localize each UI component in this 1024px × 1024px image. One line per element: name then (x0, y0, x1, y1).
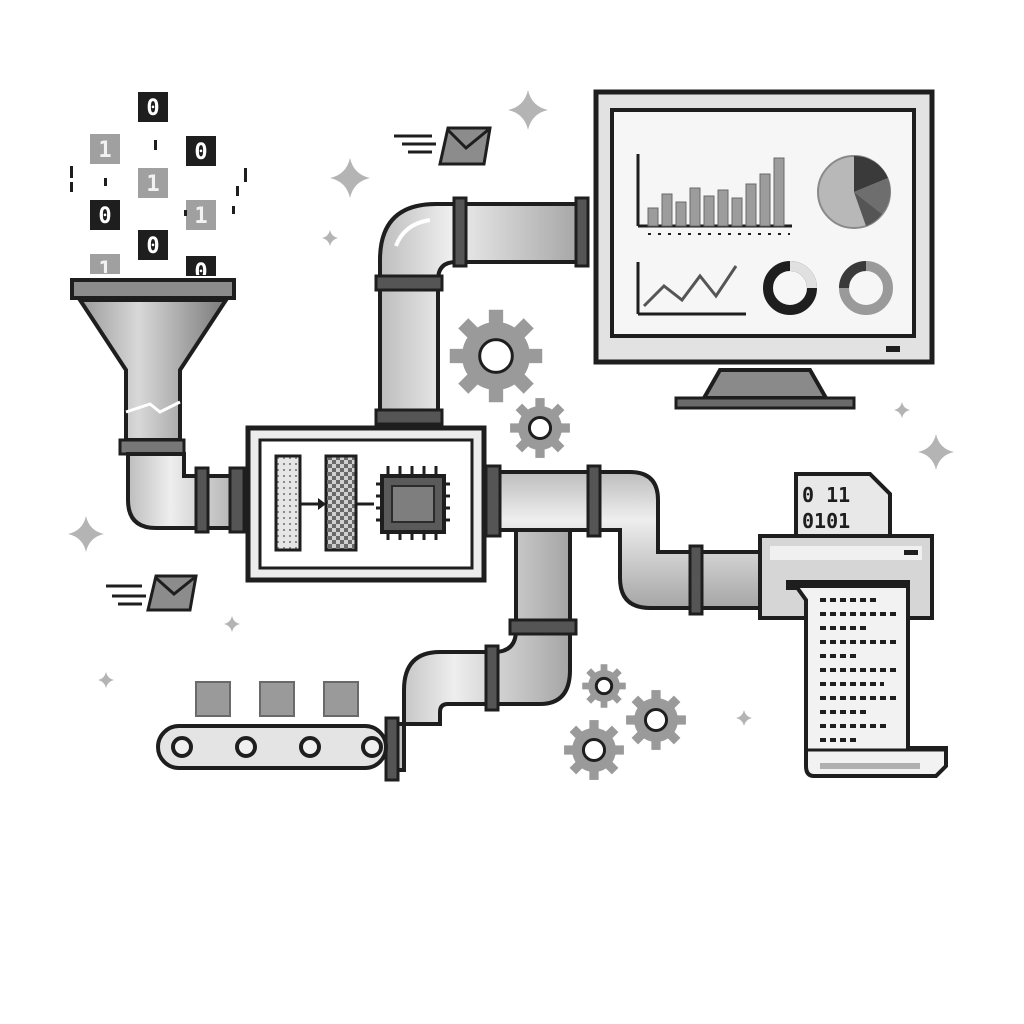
paper-scroll-icon (792, 584, 948, 778)
bit-tile: 1 (90, 134, 120, 164)
pipe-icon (126, 452, 252, 534)
line-chart-icon (636, 262, 746, 316)
gear-icon (510, 398, 570, 458)
pipe-icon (374, 196, 590, 426)
bit-tile: 1 (186, 200, 216, 230)
bit-value: 0 (146, 96, 159, 121)
sparkles (68, 90, 954, 726)
sparkle-icon (330, 158, 370, 198)
bar-chart-icon (636, 154, 792, 235)
bit-value: 0 (98, 204, 111, 229)
monitor-icon (593, 89, 935, 410)
bit-value: 0 (146, 234, 159, 259)
gears (449, 309, 686, 780)
donut-chart-icon (839, 261, 893, 315)
pie-chart-icon (817, 155, 891, 229)
sparkle-icon (918, 434, 954, 470)
pipe-icon (384, 528, 578, 782)
bit-tile: 1 (138, 168, 168, 198)
sparkle-icon (68, 516, 104, 552)
pipe-network (126, 196, 762, 782)
bit-tile: 0 (90, 200, 120, 230)
sparkle-icon (894, 402, 910, 418)
envelope-icon (394, 126, 492, 166)
gear-icon (582, 664, 626, 708)
sparkle-icon (322, 230, 338, 246)
printer-icon: 0 11 0101 (758, 472, 934, 620)
gear-icon (564, 720, 624, 780)
conveyor-belt-icon (156, 681, 388, 770)
sparkle-icon (736, 710, 752, 726)
bit-value: 1 (194, 204, 207, 229)
gear-icon (626, 690, 686, 750)
bit-tile: 0 (138, 230, 168, 260)
cpu-chip-icon (376, 466, 450, 540)
bit-tile: 0 (186, 136, 216, 166)
envelope-icon (106, 574, 198, 612)
gear-icon (449, 309, 543, 403)
pipe-icon (482, 464, 762, 616)
doc-line-1: 0 11 (802, 483, 850, 507)
processor-unit-icon (245, 425, 487, 583)
funnel-icon (70, 278, 236, 456)
donut-chart-icon (763, 261, 817, 315)
bit-value: 1 (146, 172, 159, 197)
printer-input-document: 0 11 0101 (794, 472, 892, 538)
bit-tile: 0 (138, 92, 168, 122)
sparkle-icon (508, 90, 548, 130)
doc-line-2: 0101 (802, 509, 850, 533)
bit-motion-marks (70, 140, 247, 216)
bit-value: 0 (194, 140, 207, 165)
sparkle-icon (98, 672, 114, 688)
sparkle-icon (224, 616, 240, 632)
bit-value: 1 (98, 138, 111, 163)
